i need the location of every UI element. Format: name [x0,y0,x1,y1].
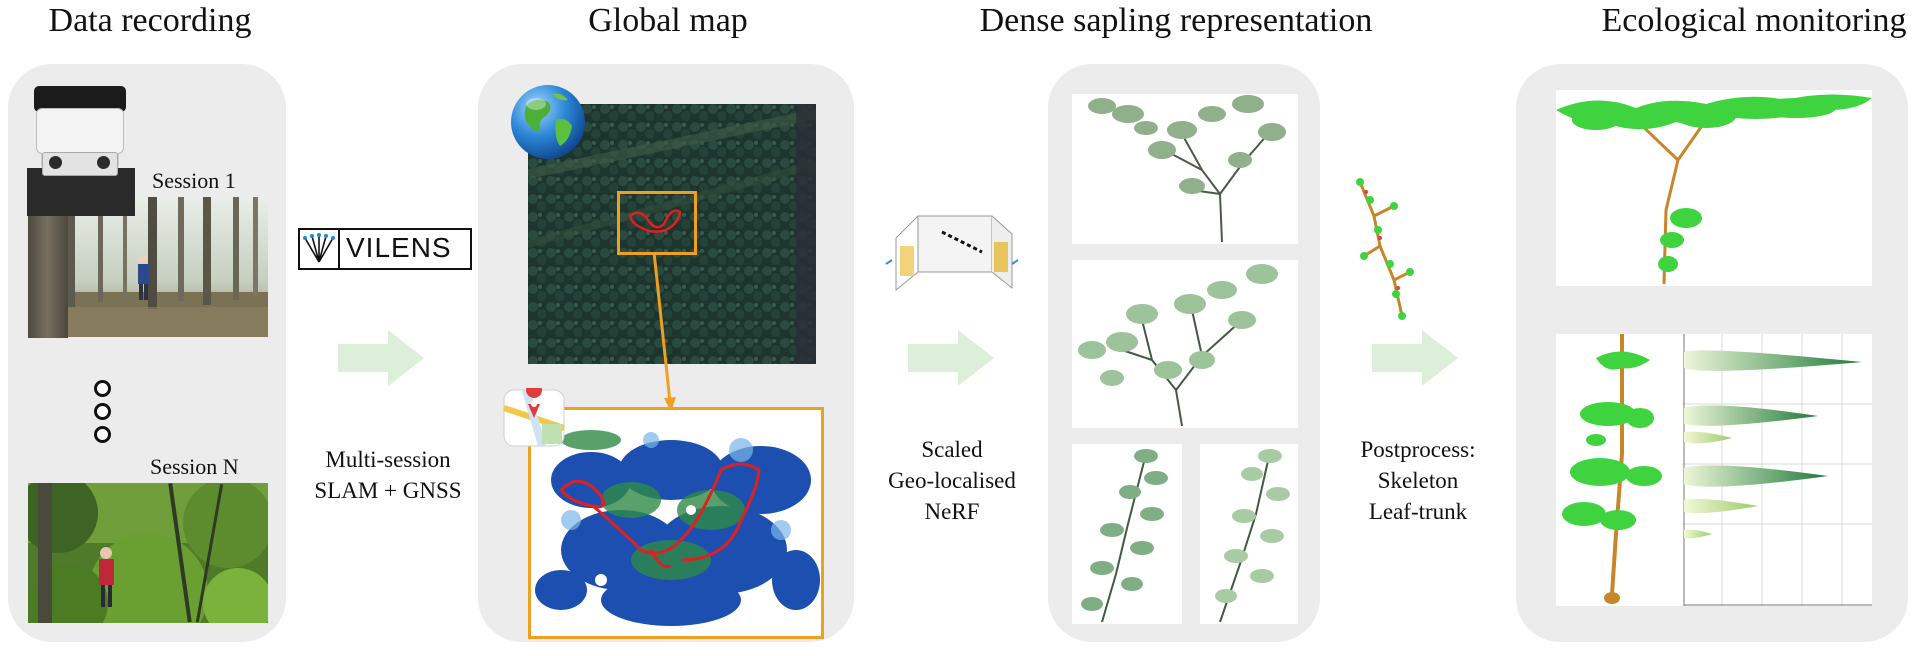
tree-trunk [28,198,68,338]
sapling-render-3 [1072,444,1182,624]
sapling-render-2 [1072,260,1298,428]
postprocess-step-line-3: Leaf-trunk [1368,499,1468,524]
slam-step-line-1: Multi-session [325,447,451,472]
session-1-photo [28,197,268,337]
map-pin-icon [502,388,568,450]
globe-icon [508,82,588,162]
sapling-render-4 [1200,444,1298,624]
title-dense-sapling-representation: Dense sapling representation [979,2,1373,39]
nerf-step-line-2: Geo-localised [888,468,1016,493]
session-n-photo [28,483,268,623]
postprocess-step-line-1: Postprocess: [1360,437,1476,462]
session-n-label: Session N [150,454,239,479]
title-data-recording: Data recording [48,2,252,39]
flow-arrow-1 [338,330,424,386]
satellite-image [528,104,816,364]
postprocess-step-text: Postprocess: Skeleton Leaf-trunk [1361,434,1476,527]
nerf-step-line-3: NeRF [924,499,980,524]
skeleton-preview [1350,176,1420,322]
vilens-logo-mark [300,230,340,268]
title-global-map: Global map [588,2,748,39]
title-ecological-monitoring: Ecological monitoring [1601,2,1907,39]
flow-arrow-2 [908,330,994,386]
zoom-connector-arrow [640,252,680,412]
leaf-trunk-segmentation-top [1556,90,1872,286]
sapling-skeleton-side [1556,334,1666,606]
vilens-logo: VILENS [298,228,472,270]
lidar-body [36,108,124,154]
slam-step-line-2: SLAM + GNSS [314,478,462,503]
monitoring-chart-area [1556,334,1872,606]
ellipsis-dot-1 [94,380,111,397]
slam-step-text: Multi-session SLAM + GNSS [314,444,461,506]
lidar-head [34,86,126,112]
sensor-mount [27,168,135,216]
sapling-render-1 [1072,94,1298,244]
vilens-logo-text: VILENS [346,232,452,263]
highlight-box [617,191,697,255]
camera-frustum-icon [882,202,1022,292]
pointcloud-map [528,407,824,639]
camera-lens-left [49,156,62,169]
ellipsis-dot-3 [94,426,111,443]
nerf-step-text: Scaled Geo-localised NeRF [888,434,1016,527]
ellipsis-dot-2 [94,403,111,420]
camera-lens-right [97,156,110,169]
nerf-step-line-1: Scaled [921,437,983,462]
session-1-label: Session 1 [152,168,236,193]
leaf-distribution-plot [1682,334,1872,606]
flow-arrow-3 [1372,330,1458,386]
postprocess-step-line-2: Skeleton [1377,468,1459,493]
